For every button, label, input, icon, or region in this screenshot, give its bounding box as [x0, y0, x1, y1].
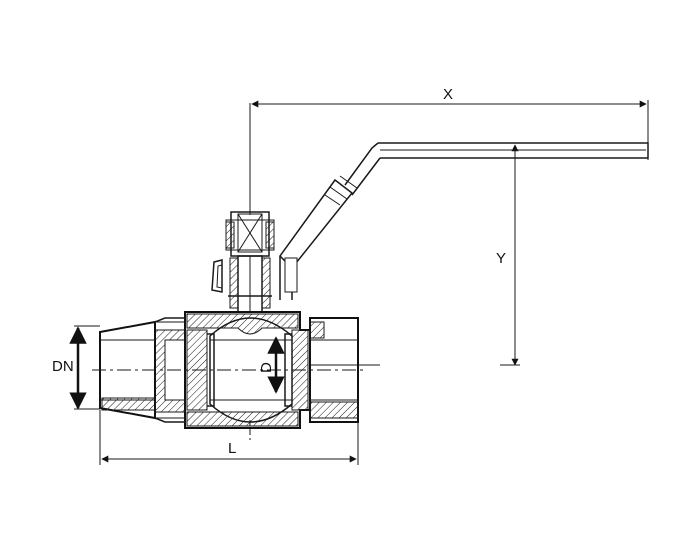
dimension-y: Y — [310, 144, 520, 366]
label-l: L — [228, 440, 236, 457]
label-d: D — [258, 362, 275, 373]
stem-nut — [225, 211, 275, 257]
right-threaded-end — [309, 317, 359, 423]
label-dn: DN — [52, 358, 74, 375]
dimension-dn: DN — [52, 325, 100, 410]
label-y: Y — [496, 250, 506, 267]
dimension-d: D — [258, 336, 285, 394]
left-threaded-end — [99, 317, 185, 423]
centerline — [92, 369, 365, 440]
valve-stem — [228, 255, 272, 313]
label-x: X — [443, 86, 453, 103]
dimension-l: L — [99, 410, 359, 465]
handle-lever — [279, 142, 649, 300]
stop-washer — [211, 257, 298, 293]
